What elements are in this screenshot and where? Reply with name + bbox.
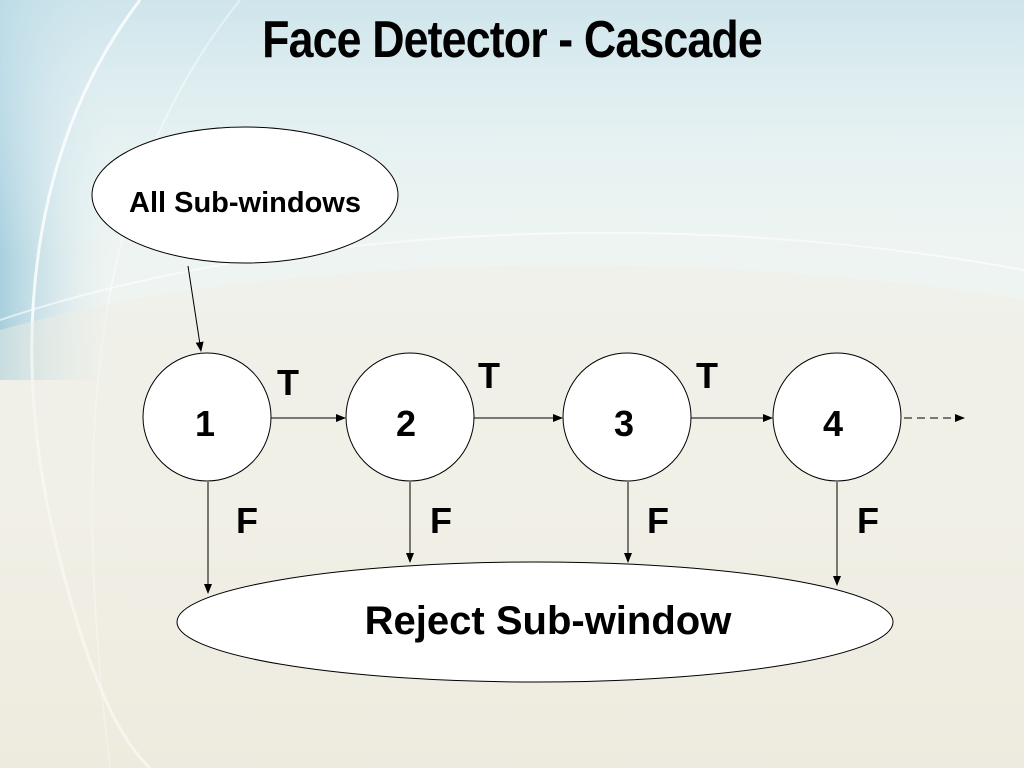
source-label: All Sub-windows	[129, 187, 361, 219]
true-label-3: T	[696, 355, 718, 396]
reject-label: Reject Sub-window	[365, 599, 733, 643]
stage-label-4: 4	[823, 403, 843, 444]
stage-node-4	[772, 352, 902, 482]
source-node	[91, 126, 399, 264]
stage-node-1	[142, 352, 272, 482]
false-label-3: F	[647, 500, 669, 541]
true-label-2: T	[478, 355, 500, 396]
false-label-4: F	[857, 500, 879, 541]
stage-node-3	[562, 352, 692, 482]
true-label-1: T	[277, 362, 299, 403]
stage-node-2	[345, 352, 475, 482]
stage-label-1: 1	[195, 403, 215, 444]
reject-node	[176, 561, 894, 683]
stage-label-2: 2	[396, 403, 416, 444]
stage-label-3: 3	[614, 403, 634, 444]
slide-title: Face Detector - Cascade	[262, 11, 763, 69]
false-label-2: F	[430, 500, 452, 541]
source-to-stage-1-arrow	[187, 265, 204, 352]
false-label-1: F	[236, 500, 258, 541]
